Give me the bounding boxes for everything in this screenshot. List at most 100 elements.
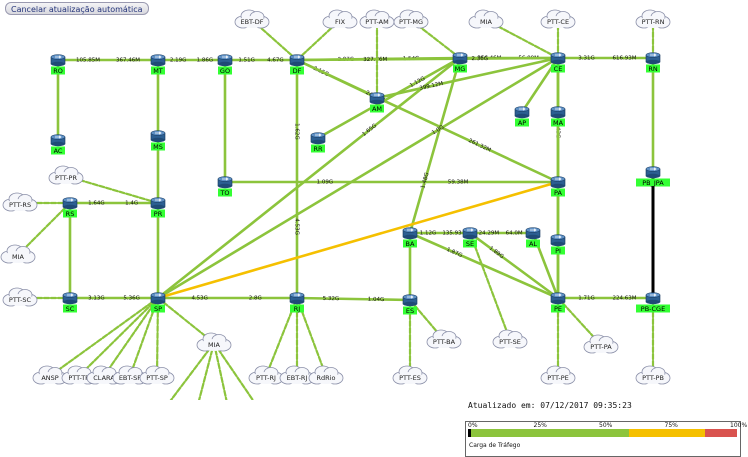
link-rj-es[interactable] xyxy=(295,296,412,302)
router-rn[interactable]: RN xyxy=(645,52,661,73)
cloud-mia-w[interactable]: MIA xyxy=(0,244,36,264)
peering-mia_s-cmdty1[interactable] xyxy=(212,341,229,400)
cloud-ptt-sc[interactable]: PTT-SC xyxy=(2,287,38,307)
cloud-label: CLARA xyxy=(93,374,115,382)
router-icon xyxy=(67,198,74,202)
link-mg-ba[interactable] xyxy=(408,56,462,235)
cloud-ptt-ba[interactable]: PTT-BA xyxy=(426,329,462,349)
router-label: RJ xyxy=(294,305,301,313)
router-pe[interactable]: PE xyxy=(550,292,566,313)
router-rs[interactable]: RS xyxy=(62,197,78,218)
router-pb-cge[interactable]: PB-CGE xyxy=(636,292,670,313)
link-ce-sp[interactable] xyxy=(156,56,560,300)
link-mg-rr[interactable] xyxy=(316,56,462,140)
router-label: AP xyxy=(518,119,526,127)
cloud-ptt-pb[interactable]: PTT-PB xyxy=(635,365,671,385)
router-se[interactable]: SE xyxy=(462,227,478,248)
cloud-ptt-ce[interactable]: PTT-CE xyxy=(540,9,576,29)
router-icon xyxy=(519,107,526,111)
cloud-ptt-pa[interactable]: PTT-PA xyxy=(583,334,619,354)
cloud-label: PTT-AM xyxy=(365,18,388,26)
router-label: RN xyxy=(648,65,658,73)
router-label: AC xyxy=(54,147,63,155)
cloud-ptt-pr[interactable]: PTT-PR xyxy=(48,165,84,185)
router-es[interactable]: ES xyxy=(402,294,418,315)
cancel-auto-refresh-button[interactable]: Cancelar atualização automática xyxy=(5,2,149,15)
link-df-pa[interactable] xyxy=(295,58,560,184)
router-icon xyxy=(294,293,301,297)
link-df-ce[interactable] xyxy=(295,56,560,62)
cloud-ptt-rs[interactable]: PTT-RS xyxy=(2,192,38,212)
link-se-pe[interactable] xyxy=(468,231,560,300)
link-load-label: 64.0M xyxy=(506,231,523,237)
peering-mia_s-cmdty2[interactable] xyxy=(212,341,261,400)
peering-sp-clara[interactable] xyxy=(102,296,160,378)
cloud-mia-n[interactable]: MIA xyxy=(468,9,504,29)
cloud-ptt-se[interactable]: PTT-SE xyxy=(492,329,528,349)
router-ap[interactable]: AP xyxy=(514,106,530,127)
router-rj[interactable]: RJ xyxy=(289,292,305,313)
cloud-fix[interactable]: FIX xyxy=(322,9,358,29)
cloud-ebt-rj[interactable]: EBT-RJ xyxy=(279,365,315,385)
router-df[interactable]: DF xyxy=(289,54,305,75)
cloud-mia-s[interactable]: MIA xyxy=(196,332,232,352)
cloud-ptt-rj-s[interactable]: PTT-TR xyxy=(61,365,97,385)
peering-mia_s-ptt_nap[interactable] xyxy=(196,341,216,400)
cloud-ansp[interactable]: ANSP xyxy=(32,365,68,385)
router-ac[interactable]: AC xyxy=(50,134,66,155)
router-sc[interactable]: SC xyxy=(62,292,78,313)
router-icon xyxy=(407,228,414,232)
cloud-ptt-sp[interactable]: PTT-SP xyxy=(139,365,175,385)
router-label: MA xyxy=(553,119,564,127)
cloud-ptt-es[interactable]: PTT-ES xyxy=(392,365,428,385)
link-ba-pe[interactable] xyxy=(408,231,560,300)
router-mt[interactable]: MT xyxy=(150,54,166,75)
router-rr[interactable]: RR xyxy=(310,132,326,153)
router-sp[interactable]: SP xyxy=(150,292,166,313)
router-ba[interactable]: BA xyxy=(402,227,418,248)
router-ma[interactable]: MA xyxy=(550,106,566,127)
router-pa[interactable]: PA xyxy=(550,176,566,197)
router-am[interactable]: AM xyxy=(369,92,385,113)
peering-sp-ptt_rj_s[interactable] xyxy=(77,296,160,378)
peering-se-ptt_se[interactable] xyxy=(468,231,512,342)
router-icon xyxy=(650,293,657,297)
router-ms[interactable]: MS xyxy=(150,130,166,151)
router-icon xyxy=(155,198,162,202)
link-mg-sp[interactable] xyxy=(156,56,462,300)
router-icon xyxy=(555,107,562,111)
cloud-ptt-mg[interactable]: PTT-MG xyxy=(393,9,429,29)
router-label: RO xyxy=(53,67,63,75)
legend-tick: 100% xyxy=(730,422,748,429)
link-ce-am[interactable] xyxy=(375,56,560,100)
cloud-rdrio[interactable]: RdRio xyxy=(308,365,344,385)
cloud-ptt-pe[interactable]: PTT-PE xyxy=(540,365,576,385)
cloud-ebt-df[interactable]: EBT-DF xyxy=(234,9,270,29)
link-load-label: 1.4G xyxy=(125,201,138,207)
router-pb-jpa[interactable]: PB_JPA xyxy=(636,166,670,187)
cloud-ptt-rn[interactable]: PTT-RN xyxy=(635,9,671,29)
cloud-ptt-rj[interactable]: PTT-RJ xyxy=(248,365,284,385)
cloud-ptt-am[interactable]: PTT-AM xyxy=(359,9,395,29)
peering-mia_s-fl_ix[interactable] xyxy=(162,341,216,400)
router-label: DF xyxy=(293,67,302,75)
link-load-label: 5.36G xyxy=(123,296,140,302)
peering-sp-ansp[interactable] xyxy=(48,296,160,378)
router-mg[interactable]: MG xyxy=(452,52,468,73)
router-pi[interactable]: PI xyxy=(550,234,566,255)
router-go[interactable]: GO xyxy=(217,54,233,75)
router-ro[interactable]: RO xyxy=(50,54,66,75)
router-label: AM xyxy=(372,105,382,113)
router-pr[interactable]: PR xyxy=(150,197,166,218)
link-load-label: 616.93M xyxy=(613,56,637,62)
link-sp-pa[interactable] xyxy=(156,180,560,300)
router-al[interactable]: AL xyxy=(525,227,541,248)
peering-rs-mia_w[interactable] xyxy=(16,201,72,257)
router-label: SE xyxy=(466,240,474,248)
cloud-clara[interactable]: CLARA xyxy=(86,365,122,385)
router-to[interactable]: TO xyxy=(217,176,233,197)
router-label: PE xyxy=(554,305,562,313)
cloud-label: PTT-RJ xyxy=(256,374,276,382)
router-ce[interactable]: CE xyxy=(550,52,566,73)
cloud-label: PTT-BA xyxy=(433,338,456,346)
